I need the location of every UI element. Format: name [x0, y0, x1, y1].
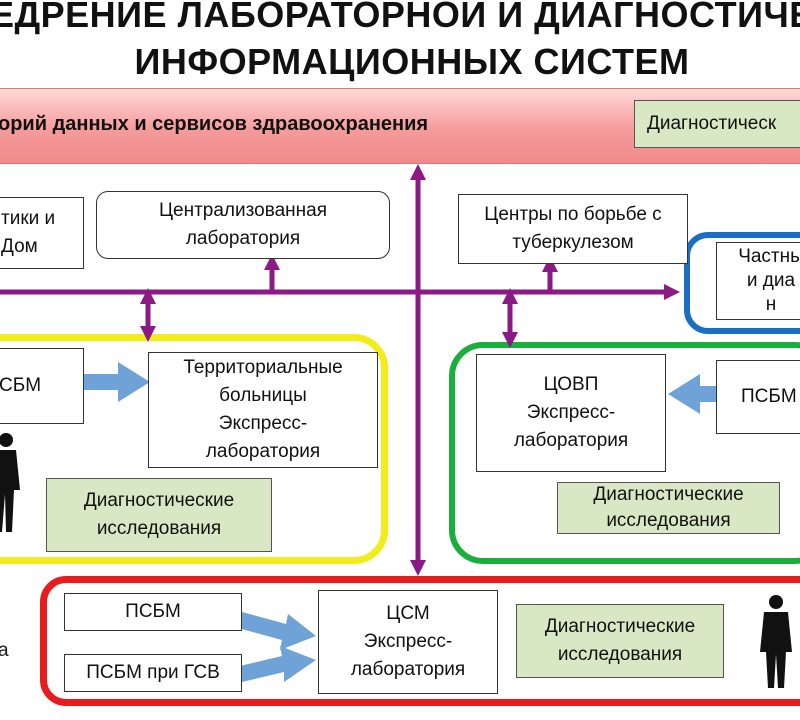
tsm-label-1: ЦСМ	[386, 603, 430, 624]
blue-frame	[684, 232, 800, 334]
clinics-label-2: Дом	[1, 236, 38, 257]
diag-bottom-label-2: исследования	[557, 644, 683, 665]
arrow-psbm-to-territorial	[82, 362, 150, 402]
tsovp-label-2: Экспресс-	[526, 402, 616, 423]
tsm-label-3: лаборатория	[350, 659, 466, 680]
central-lab-label-2: лаборатория	[185, 228, 301, 249]
territorial-label-2: больницы	[219, 385, 307, 406]
tsovp-label-1: ЦОВП	[543, 374, 599, 395]
person-silhouette-icon	[0, 430, 42, 535]
banner-diagnostics-label: Диагностическ	[647, 113, 777, 134]
tsovp-box: ЦОВП Экспресс- лаборатория	[476, 354, 666, 472]
psbm-gsv-box: ПСБМ при ГСВ	[64, 654, 242, 692]
tb-centers-box: Центры по борьбе с туберкулезом	[458, 194, 688, 264]
page-title-line2: ИНФОРМАЦИОННЫХ СИСТЕМ	[134, 41, 690, 82]
left-edge-letter: а	[0, 640, 9, 661]
private-label-3: н	[765, 294, 777, 315]
banner-label: орий данных и сервисов здравоохранения	[0, 113, 429, 135]
private-clinics-box: Частны и диа н	[716, 242, 800, 320]
territorial-label-1: Территориальные	[183, 357, 343, 378]
yellow-frame	[0, 334, 388, 564]
arrow-psbm-to-tsovp	[668, 374, 718, 414]
territorial-hospitals-box: Территориальные больницы Экспресс- лабор…	[148, 352, 378, 468]
diag-left-label-1: Диагностические	[83, 490, 235, 511]
person-silhouette-icon	[740, 592, 798, 692]
diag-bottom-label-1: Диагностические	[544, 616, 696, 637]
tsm-label-2: Экспресс-	[363, 631, 453, 652]
tsm-box: ЦСМ Экспресс- лаборатория	[318, 590, 498, 694]
psbm-left-label: СБМ	[0, 375, 42, 396]
psbm-left-box: СБМ	[0, 348, 84, 424]
central-lab-label-1: Централизованная	[158, 200, 327, 221]
diagnostics-left-box: Диагностические исследования	[46, 478, 272, 552]
red-frame	[40, 576, 800, 706]
page-title-line1: ЕДРЕНИЕ ЛАБОРАТОРНОЙ И ДИАГНОСТИЧЕС	[0, 0, 800, 35]
psbm-right-box: ПСБМ	[716, 360, 800, 434]
tsovp-label-3: лаборатория	[513, 430, 629, 451]
clinics-label-1: тики и	[1, 208, 56, 229]
green-frame	[449, 342, 800, 564]
diagnostics-bottom-box: Диагностические исследования	[516, 604, 724, 678]
psbm-bottom-box: ПСБМ	[64, 593, 242, 631]
diag-mid-label-2: исследования	[606, 510, 731, 531]
arrow-psbm-to-tsm	[238, 612, 316, 650]
private-label-1: Частны	[738, 246, 800, 267]
diag-mid-label-1: Диагностические	[593, 484, 744, 505]
central-lab-box: Централизованная лаборатория	[96, 191, 390, 259]
psbm-gsv-label: ПСБМ при ГСВ	[86, 662, 220, 683]
diagnostics-mid-box: Диагностические исследования	[557, 482, 780, 534]
clinics-box: тики и Дом	[0, 197, 84, 269]
territorial-label-3: Экспресс-	[218, 413, 308, 434]
territorial-label-4: лаборатория	[205, 441, 321, 462]
psbm-bottom-label: ПСБМ	[125, 601, 181, 622]
banner-diagnostics-box: Диагностическ	[634, 100, 800, 148]
arrow-gsv-to-tsm	[240, 646, 316, 682]
private-label-2: и диа	[746, 270, 796, 291]
diag-left-label-2: исследования	[96, 518, 222, 539]
tb-centers-label-1: Центры по борьбе с	[484, 204, 662, 225]
psbm-right-label: ПСБМ	[741, 386, 797, 407]
tb-centers-label-2: туберкулезом	[512, 232, 634, 253]
